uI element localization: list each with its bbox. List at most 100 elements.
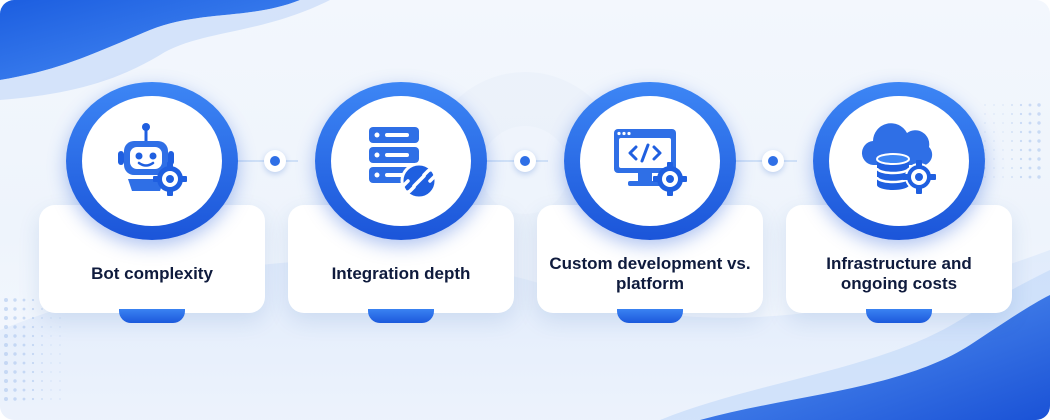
halftone-dot — [1019, 103, 1023, 107]
cloud-database-gear-icon — [861, 123, 936, 194]
icon-badge — [580, 96, 720, 226]
halftone-dot — [31, 307, 35, 311]
halftone-dot — [59, 380, 61, 382]
top-left-wave — [0, 0, 300, 80]
halftone-dot — [1037, 175, 1041, 179]
halftone-dot — [59, 344, 61, 346]
halftone-dot — [993, 131, 995, 133]
halftone-dot — [31, 379, 35, 383]
halftone-dot — [41, 344, 43, 346]
halftone-dot — [1002, 176, 1004, 178]
halftone-dot — [50, 362, 52, 364]
halftone-dot — [13, 352, 17, 356]
halftone-dot — [22, 388, 26, 392]
halftone-dot — [13, 298, 17, 302]
halftone-dot — [13, 370, 17, 374]
halftone-dot — [31, 352, 35, 356]
step-label: Infrastructure and ongoing costs — [826, 254, 972, 293]
halftone-dot — [13, 334, 17, 338]
halftone-dot — [31, 388, 35, 392]
halftone-dot — [31, 361, 35, 365]
halftone-dot — [22, 397, 26, 401]
halftone-dot — [1028, 175, 1032, 179]
halftone-dot — [22, 298, 26, 302]
halftone-dot — [1011, 167, 1013, 169]
halftone-dot — [1011, 113, 1013, 115]
halftone-dot — [4, 307, 8, 311]
halftone-dot — [1002, 149, 1004, 151]
halftone-dot — [1028, 157, 1032, 161]
step-label: Integration depth — [331, 264, 471, 283]
halftone-dot — [13, 307, 17, 311]
halftone-dot — [1028, 103, 1032, 107]
halftone-dot — [50, 326, 52, 328]
halftone-dot — [41, 362, 43, 364]
halftone-dot — [1019, 121, 1023, 125]
halftone-dot — [1002, 122, 1004, 124]
halftone-dot — [993, 158, 995, 160]
halftone-dot — [1019, 139, 1023, 143]
halftone-dot — [1011, 122, 1013, 124]
halftone-dot — [993, 122, 995, 124]
halftone-dot — [984, 104, 986, 106]
halftone-dot — [41, 371, 43, 373]
halftone-dot — [59, 326, 61, 328]
halftone-dot — [41, 389, 43, 391]
halftone-dot — [993, 140, 995, 142]
halftone-dot — [31, 397, 35, 401]
halftone-dot — [59, 353, 61, 355]
halftone-dot — [1011, 176, 1013, 178]
halftone-dot — [22, 325, 26, 329]
halftone-dot — [22, 361, 26, 365]
halftone-dot — [1019, 166, 1023, 170]
halftone-dot — [4, 388, 8, 392]
halftone-dot — [1011, 131, 1013, 133]
halftone-dot — [1037, 148, 1041, 152]
halftone-dot — [41, 317, 43, 319]
halftone-dot — [31, 325, 35, 329]
halftone-dot — [31, 370, 35, 374]
halftone-dot — [22, 370, 26, 374]
halftone-dot — [4, 370, 8, 374]
halftone-dot — [59, 371, 61, 373]
dot-pattern-right — [984, 103, 1041, 179]
card-tab — [368, 309, 434, 323]
step-infrastructure-costs: Infrastructure and ongoing costs — [786, 0, 1026, 340]
halftone-dot — [1037, 112, 1041, 116]
halftone-dot — [1028, 130, 1032, 134]
step-label: Bot complexity — [91, 264, 213, 283]
halftone-dot — [1028, 121, 1032, 125]
halftone-dot — [1002, 140, 1004, 142]
halftone-dot — [1002, 131, 1004, 133]
halftone-dot — [59, 398, 61, 400]
dot-pattern-left — [4, 298, 61, 401]
halftone-dot — [1002, 104, 1004, 106]
halftone-dot — [50, 380, 52, 382]
halftone-dot — [1011, 140, 1013, 142]
halftone-dot — [1002, 158, 1004, 160]
halftone-dot — [41, 380, 43, 382]
icon-badge — [829, 96, 969, 226]
halftone-dot — [1002, 113, 1004, 115]
halftone-dot — [4, 343, 8, 347]
halftone-dot — [1011, 104, 1013, 106]
halftone-dot — [1019, 157, 1023, 161]
halftone-dot — [993, 113, 995, 115]
card-tab — [617, 309, 683, 323]
connector-dot-3 — [762, 150, 784, 172]
halftone-dot — [993, 104, 995, 106]
halftone-dot — [1037, 103, 1041, 107]
halftone-dot — [4, 352, 8, 356]
halftone-dot — [13, 397, 17, 401]
halftone-dot — [50, 335, 52, 337]
halftone-dot — [993, 167, 995, 169]
halftone-dot — [4, 298, 8, 302]
halftone-dot — [1037, 130, 1041, 134]
robot-gear-icon — [118, 123, 187, 196]
halftone-dot — [984, 122, 986, 124]
halftone-dot — [1028, 166, 1032, 170]
halftone-dot — [4, 325, 8, 329]
halftone-dot — [22, 343, 26, 347]
server-link-icon — [369, 127, 438, 200]
